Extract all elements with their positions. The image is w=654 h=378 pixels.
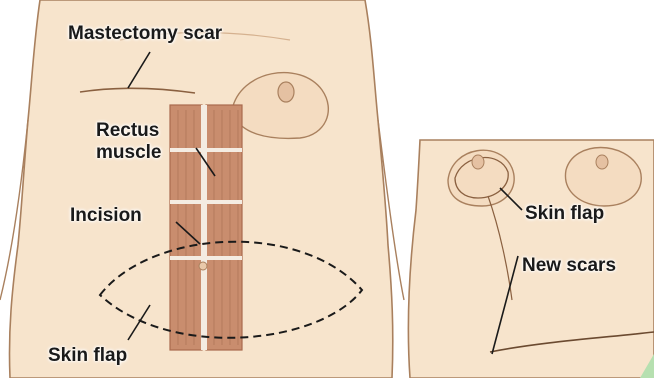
label-new-scars: New scars	[522, 256, 616, 275]
label-skin-flap-right: Skin flap	[525, 204, 604, 223]
label-rectus-line1: Rectus	[96, 120, 206, 142]
rectus-muscle-right-half	[206, 105, 242, 350]
left-panel-nipple	[278, 82, 294, 102]
right-panel-reconstructed-nipple	[472, 155, 484, 169]
navel	[199, 262, 207, 270]
label-skin-flap-left: Skin flap	[48, 346, 127, 365]
label-incision: Incision	[70, 206, 142, 225]
right-panel-natural-nipple	[596, 155, 608, 169]
label-rectus-muscle: Rectus muscle	[96, 120, 206, 164]
label-mastectomy-scar: Mastectomy scar	[68, 24, 222, 43]
label-rectus-line2: muscle	[96, 142, 206, 164]
